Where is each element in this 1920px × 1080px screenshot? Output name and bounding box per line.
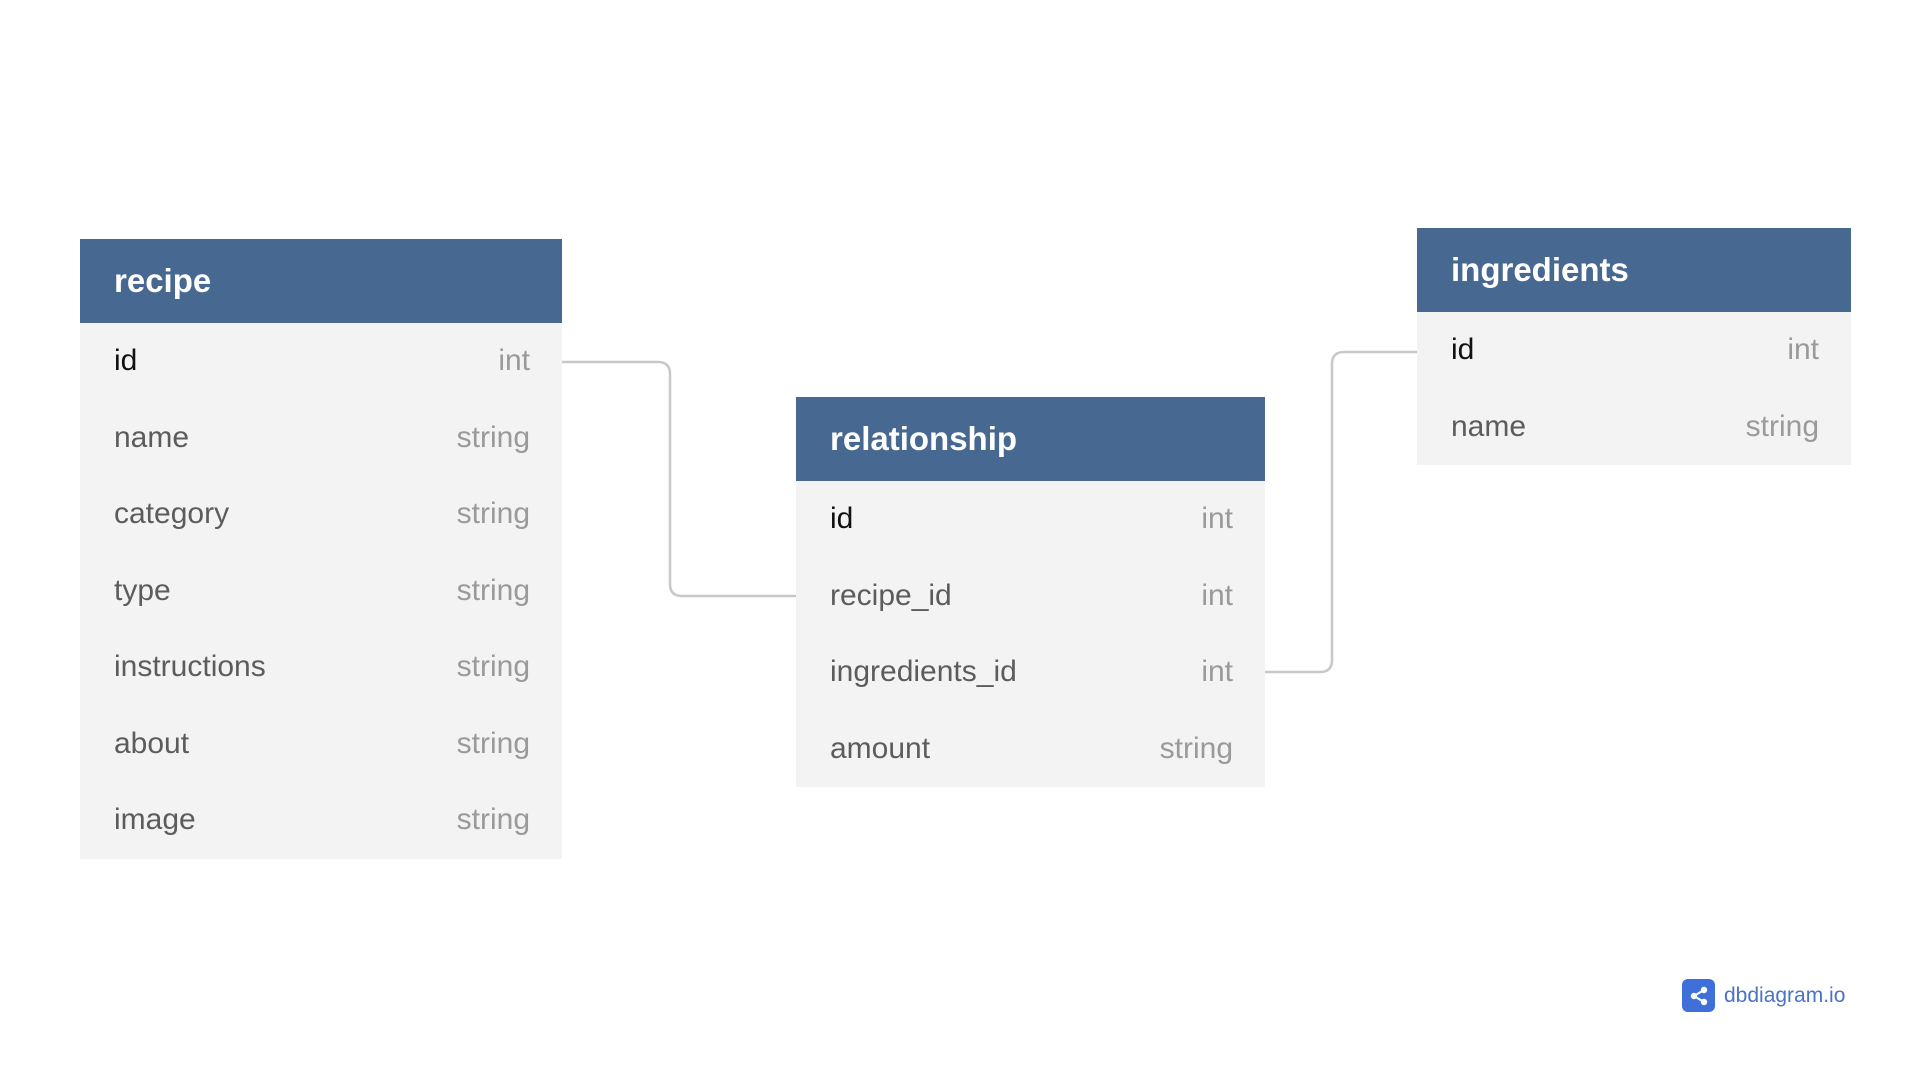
field-row-category[interactable]: category string: [80, 476, 562, 553]
field-row-image[interactable]: image string: [80, 782, 562, 859]
field-name: about: [114, 726, 190, 760]
connector-recipe-id-to-recipe-id: [562, 360, 796, 598]
field-row-ingredients-id[interactable]: ingredients_id int: [796, 634, 1265, 711]
field-name: instructions: [114, 650, 266, 684]
field-type: string: [1159, 731, 1233, 765]
brand-text: dbdiagram.io: [1724, 983, 1846, 1007]
field-type: string: [456, 726, 530, 760]
brand-logo-link[interactable]: dbdiagram.io: [1682, 979, 1845, 1012]
connector-ingredients-id-to-ingredients-id: [1265, 350, 1417, 674]
field-name: amount: [830, 731, 931, 765]
field-type: string: [456, 573, 530, 607]
field-row-type[interactable]: type string: [80, 553, 562, 630]
table-fields-recipe: id int name string category string type …: [80, 323, 562, 859]
field-type: string: [456, 420, 530, 454]
field-type: int: [1201, 578, 1233, 612]
field-name: id: [114, 344, 138, 378]
table-header-recipe[interactable]: recipe: [80, 239, 562, 323]
field-row-name[interactable]: name string: [1417, 389, 1851, 466]
field-row-instructions[interactable]: instructions string: [80, 629, 562, 706]
field-row-id[interactable]: id int: [80, 323, 562, 400]
table-header-ingredients[interactable]: ingredients: [1417, 228, 1851, 312]
table-recipe[interactable]: recipe id int name string category strin…: [80, 239, 562, 859]
field-type: string: [1745, 409, 1819, 443]
field-row-about[interactable]: about string: [80, 706, 562, 783]
table-ingredients[interactable]: ingredients id int name string: [1417, 228, 1851, 465]
field-row-name[interactable]: name string: [80, 400, 562, 477]
field-type: int: [1201, 655, 1233, 689]
field-row-recipe-id[interactable]: recipe_id int: [796, 558, 1265, 635]
field-name: ingredients_id: [830, 655, 1017, 689]
field-name: recipe_id: [830, 578, 952, 612]
share-icon: [1682, 979, 1715, 1012]
field-type: string: [456, 650, 530, 684]
field-name: category: [114, 497, 230, 531]
field-row-amount[interactable]: amount string: [796, 711, 1265, 788]
field-row-id[interactable]: id int: [796, 481, 1265, 558]
field-name: id: [830, 502, 854, 536]
field-name: id: [1451, 333, 1475, 367]
field-type: string: [456, 803, 530, 837]
table-relationship[interactable]: relationship id int recipe_id int ingred…: [796, 397, 1265, 787]
field-name: image: [114, 803, 196, 837]
field-name: type: [114, 573, 171, 607]
field-name: name: [1451, 409, 1527, 443]
table-header-relationship[interactable]: relationship: [796, 397, 1265, 481]
table-fields-ingredients: id int name string: [1417, 312, 1851, 465]
field-type: string: [456, 497, 530, 531]
field-row-id[interactable]: id int: [1417, 312, 1851, 389]
table-fields-relationship: id int recipe_id int ingredients_id int …: [796, 481, 1265, 787]
field-name: name: [114, 420, 190, 454]
field-type: int: [498, 344, 530, 378]
field-type: int: [1787, 333, 1819, 367]
field-type: int: [1201, 502, 1233, 536]
